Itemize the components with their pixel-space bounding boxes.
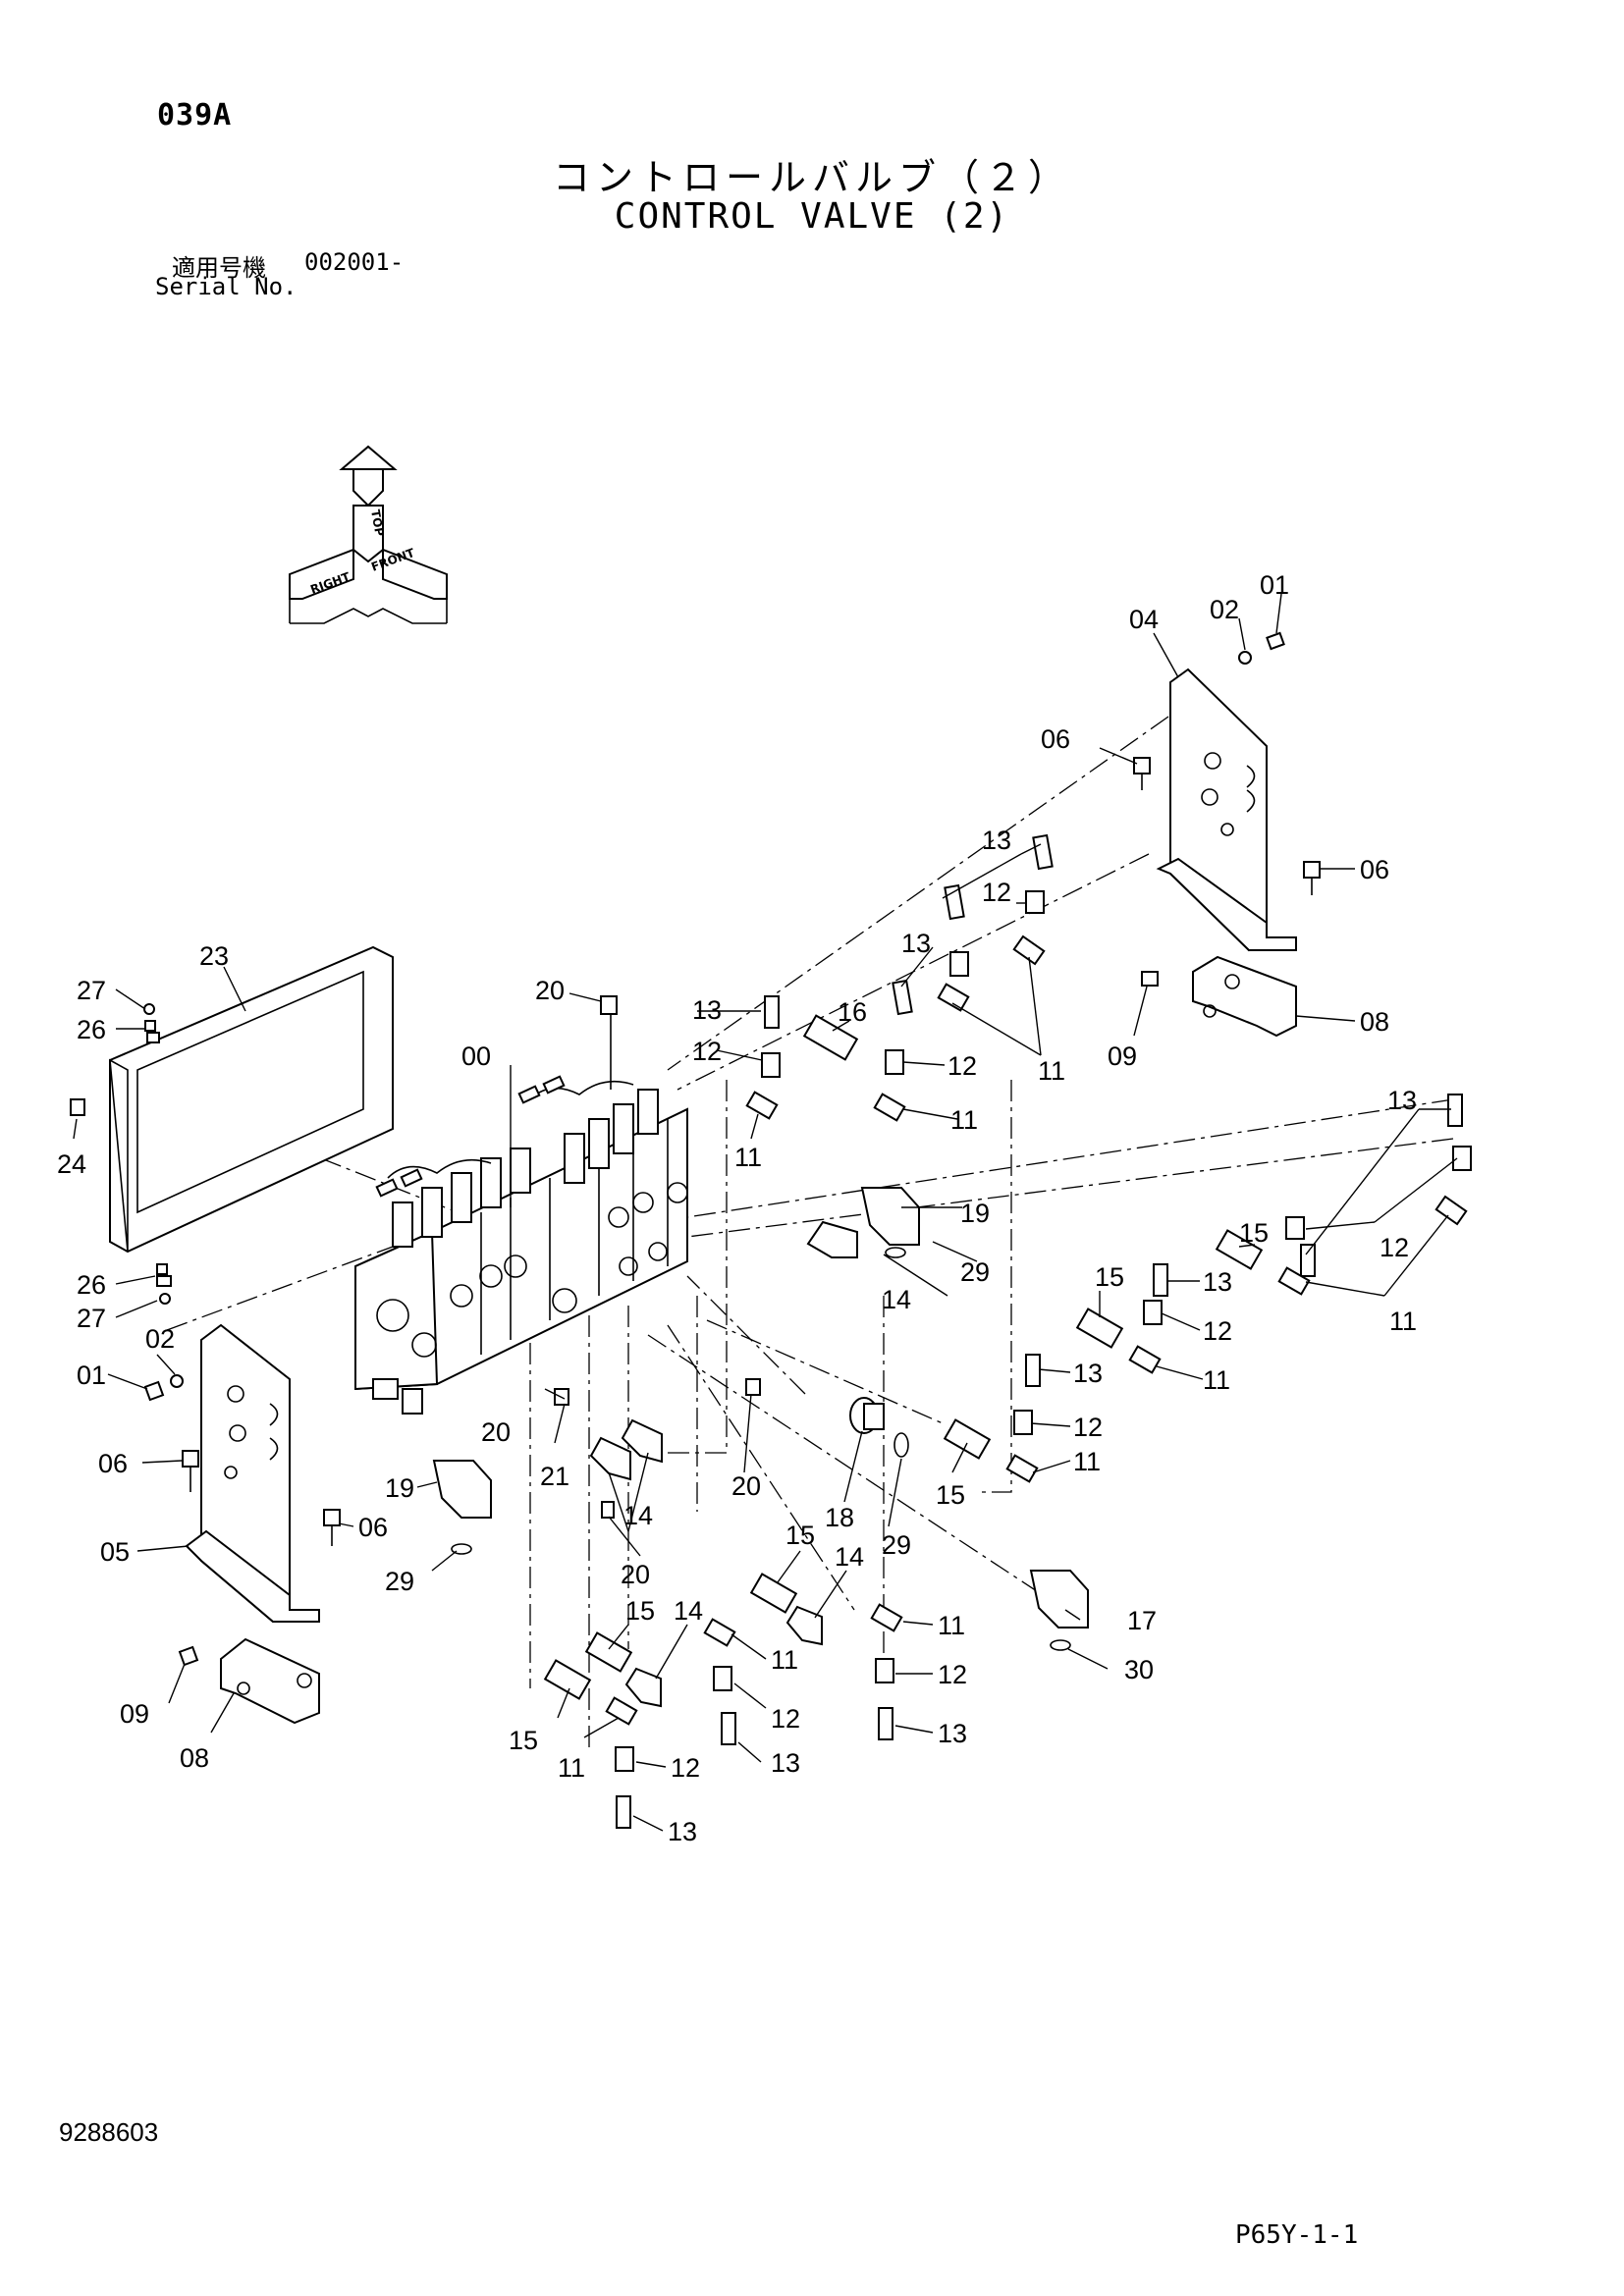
callout-09: 09 <box>120 1699 149 1729</box>
callout-19: 19 <box>960 1199 990 1228</box>
callout-14: 14 <box>882 1285 911 1314</box>
callout-06: 06 <box>358 1513 388 1542</box>
serial-value: 002001- <box>304 248 405 276</box>
callout-12: 12 <box>938 1660 967 1689</box>
callout-01: 01 <box>77 1361 106 1390</box>
callout-14: 14 <box>674 1596 703 1626</box>
callout-12: 12 <box>671 1753 700 1783</box>
callout-16: 16 <box>838 997 867 1027</box>
title-japanese: コントロールバルブ（２） <box>552 156 1071 199</box>
callout-15: 15 <box>936 1480 965 1510</box>
callout-13: 13 <box>1073 1359 1103 1388</box>
callout-11: 11 <box>1203 1365 1230 1395</box>
callout-20: 20 <box>621 1560 650 1589</box>
callout-27: 27 <box>77 1304 106 1333</box>
callout-08: 08 <box>180 1743 209 1773</box>
callout-06: 06 <box>1360 855 1389 884</box>
callout-15: 15 <box>785 1521 815 1550</box>
callout-13: 13 <box>668 1817 697 1846</box>
orientation-indicator: TOP FRONT RIGHT <box>289 445 448 624</box>
leader-lines <box>73 593 1458 1832</box>
callout-11: 11 <box>558 1753 585 1783</box>
callout-02: 02 <box>145 1324 175 1354</box>
fittings <box>70 631 1472 1829</box>
callout-12: 12 <box>982 878 1011 907</box>
callout-00: 00 <box>461 1041 491 1071</box>
callout-12: 12 <box>1203 1316 1232 1346</box>
callout-29: 29 <box>960 1257 990 1287</box>
callout-12: 12 <box>771 1704 800 1734</box>
callout-11: 11 <box>771 1645 798 1675</box>
callout-11: 11 <box>938 1611 965 1640</box>
callout-15: 15 <box>509 1726 538 1755</box>
panel-23 <box>109 945 394 1254</box>
callout-12: 12 <box>947 1051 977 1081</box>
callout-08: 08 <box>1360 1007 1389 1037</box>
callout-14: 14 <box>835 1542 864 1572</box>
callout-20: 20 <box>481 1417 511 1447</box>
page-code: 039A <box>157 98 233 133</box>
callout-06: 06 <box>98 1449 128 1478</box>
callout-11: 11 <box>1073 1447 1101 1476</box>
callout-19: 19 <box>385 1473 414 1503</box>
callout-21: 21 <box>540 1462 569 1491</box>
callout-14: 14 <box>623 1501 653 1530</box>
callout-23: 23 <box>199 941 229 971</box>
bracket-08-upper <box>1192 955 1297 1038</box>
callout-26: 26 <box>77 1270 106 1300</box>
callout-20: 20 <box>731 1471 761 1501</box>
callout-24: 24 <box>57 1149 86 1179</box>
callout-18: 18 <box>825 1503 854 1532</box>
serial-label-english: Serial No. <box>155 273 298 300</box>
bracket-05 <box>185 1323 320 1624</box>
callout-13: 13 <box>982 826 1011 855</box>
callout-26: 26 <box>77 1015 106 1044</box>
callout-29: 29 <box>882 1530 911 1560</box>
callout-02: 02 <box>1210 595 1239 624</box>
orientation-top-label: TOP <box>368 508 387 537</box>
callout-09: 09 <box>1108 1041 1137 1071</box>
callout-13: 13 <box>692 995 722 1025</box>
callout-11: 11 <box>734 1143 762 1172</box>
callout-13: 13 <box>901 929 931 958</box>
bracket-04 <box>1156 667 1297 952</box>
callout-11: 11 <box>950 1105 978 1135</box>
callout-27: 27 <box>77 976 106 1005</box>
callout-12: 12 <box>1073 1413 1103 1442</box>
callout-13: 13 <box>938 1719 967 1748</box>
callout-11: 11 <box>1389 1307 1417 1336</box>
callout-12: 12 <box>692 1037 722 1066</box>
callout-15: 15 <box>625 1596 655 1626</box>
page-reference: P65Y-1-1 <box>1235 2220 1359 2250</box>
callout-12: 12 <box>1380 1233 1409 1262</box>
callout-11: 11 <box>1038 1056 1065 1086</box>
callout-04: 04 <box>1129 605 1159 634</box>
callout-30: 30 <box>1124 1655 1154 1684</box>
callout-06: 06 <box>1041 724 1070 754</box>
callout-17: 17 <box>1127 1606 1157 1635</box>
serial-label-japanese: 適用号機 <box>172 255 266 282</box>
callout-15: 15 <box>1095 1262 1124 1292</box>
callout-05: 05 <box>100 1537 130 1567</box>
callout-13: 13 <box>1203 1267 1232 1297</box>
callout-01: 01 <box>1260 570 1289 600</box>
callout-29: 29 <box>385 1567 414 1596</box>
callout-labels: 01 02 04 06 06 08 09 13 12 13 11 13 16 1… <box>57 570 1417 1846</box>
control-valve-00 <box>354 995 688 1415</box>
callout-15: 15 <box>1239 1218 1269 1248</box>
callout-13: 13 <box>1387 1086 1417 1115</box>
document-number: 9288603 <box>59 2117 159 2147</box>
title-english: CONTROL VALVE (2) <box>614 196 1010 237</box>
bracket-08-lower <box>220 1637 320 1725</box>
callout-20: 20 <box>535 976 565 1005</box>
callout-13: 13 <box>771 1748 800 1778</box>
